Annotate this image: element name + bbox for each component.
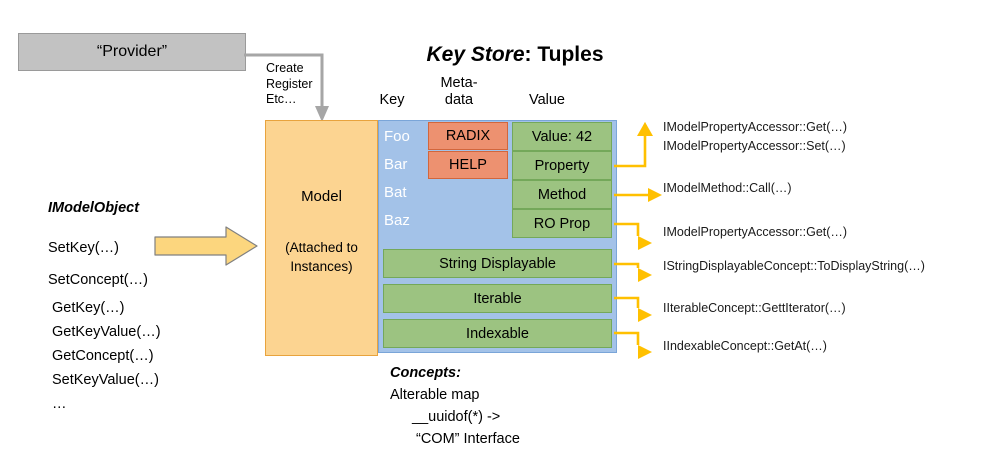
column-header-metadata: Meta- data: [440, 75, 478, 108]
method-item[interactable]: GetConcept(…): [52, 348, 154, 364]
annotation-label: IStringDisplayableConcept::ToDisplayStri…: [663, 259, 925, 273]
imodelobject-method-list: SetKey(…) SetConcept(…) GetKey(…) GetKey…: [48, 232, 248, 416]
concepts-title: Concepts:: [390, 365, 461, 381]
method-item[interactable]: GetKey(…): [52, 300, 125, 316]
provider-label: “Provider”: [96, 43, 168, 60]
imodelobject-title: IModelObject: [48, 200, 140, 216]
concepts-line-3: “COM” Interface: [416, 431, 520, 447]
value-box[interactable]: Method: [512, 180, 612, 209]
imodelobject-to-model-arrow: [154, 226, 258, 266]
annotation-label: IIterableConcept::GettIterator(…): [663, 301, 846, 315]
concepts-line-1: Alterable map: [390, 387, 480, 403]
concepts-block: Concepts: Alterable map __uuidof(*) -> “…: [390, 362, 640, 450]
key-item[interactable]: Bar: [384, 156, 408, 173]
concepts-line-2: __uuidof(*) ->: [412, 409, 501, 425]
method-item: …: [52, 396, 67, 412]
annotation-label: IIndexableConcept::GetAt(…): [663, 339, 827, 353]
key-item[interactable]: Foo: [384, 128, 410, 145]
value-box[interactable]: Property: [512, 151, 612, 180]
key-item[interactable]: Bat: [384, 184, 407, 201]
value-box[interactable]: RO Prop: [512, 209, 612, 238]
model-label: Model: [301, 188, 342, 205]
method-item[interactable]: GetKeyValue(…): [52, 324, 161, 340]
model-box[interactable]: [265, 120, 378, 356]
annotation-label: IModelPropertyAccessor::Set(…): [663, 139, 846, 153]
concept-row[interactable]: String Displayable: [383, 249, 612, 278]
provider-box[interactable]: “Provider”: [18, 33, 246, 71]
title-emphasis: Key Store: [426, 43, 525, 66]
concept-row[interactable]: Indexable: [383, 319, 612, 348]
key-column: Foo Bar Bat Baz: [384, 123, 428, 235]
annotation-label: IModelMethod::Call(…): [663, 181, 792, 195]
title-rest: : Tuples: [524, 43, 604, 66]
concept-row[interactable]: Iterable: [383, 284, 612, 313]
metadata-box-radix[interactable]: RADIX: [428, 122, 508, 150]
column-header-value: Value: [528, 92, 565, 108]
column-header-key: Key: [379, 92, 405, 108]
key-item[interactable]: Baz: [384, 212, 410, 229]
method-item[interactable]: SetKey(…): [48, 240, 119, 256]
provider-to-model-connector-arrow: [244, 53, 329, 122]
metadata-box-help[interactable]: HELP: [428, 151, 508, 179]
page-title: Key Store: Tuples: [370, 43, 660, 67]
model-sublabel: (Attached to Instances): [285, 240, 358, 274]
value-box[interactable]: Value: 42: [512, 122, 612, 151]
method-item[interactable]: SetConcept(…): [48, 272, 148, 288]
annotation-label: IModelPropertyAccessor::Get(…): [663, 225, 848, 239]
method-item[interactable]: SetKeyValue(…): [52, 372, 159, 388]
connector-create-register-label: Create Register Etc…: [266, 61, 313, 106]
annotation-label: IModelPropertyAccessor::Get(…): [663, 120, 848, 134]
